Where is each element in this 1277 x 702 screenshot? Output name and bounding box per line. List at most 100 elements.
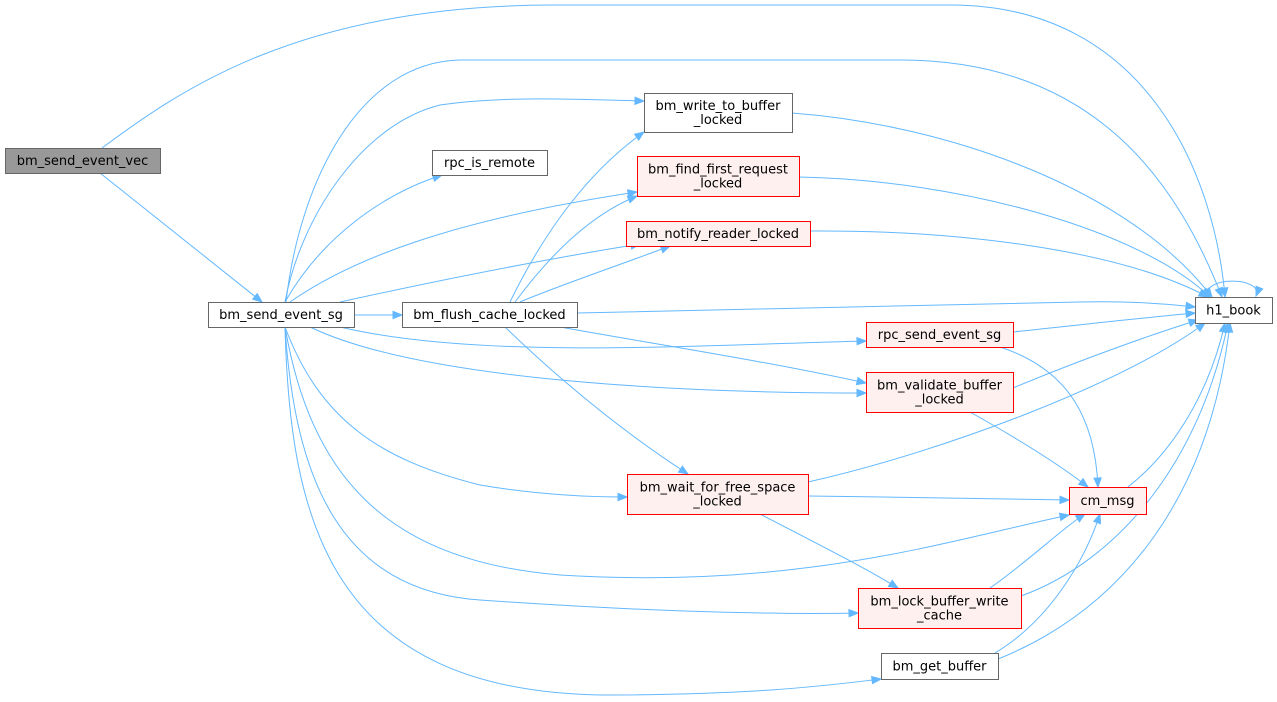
edge-line bbox=[807, 322, 1206, 483]
node-rpc-send-event-sg[interactable]: rpc_send_event_sg bbox=[866, 322, 1014, 348]
edge-line bbox=[285, 59, 1223, 303]
node-h1-book[interactable]: h1_book bbox=[1195, 297, 1273, 324]
node-box bbox=[1195, 297, 1273, 324]
edge-bm_send_event_sg-to-bm_wait_for_free_space_locked bbox=[284, 326, 629, 502]
edge-bm_notify_reader_locked-to-h1_book bbox=[809, 230, 1210, 298]
edges-layer bbox=[99, 4, 1264, 696]
node-label: bm_send_event_sg bbox=[219, 308, 343, 323]
edge-line bbox=[284, 174, 443, 303]
edge-line bbox=[284, 326, 1070, 579]
edge-line bbox=[791, 112, 1213, 298]
node-label: _locked bbox=[693, 177, 743, 192]
node-bm-flush-cache-locked[interactable]: bm_flush_cache_locked bbox=[402, 302, 578, 328]
edge-line bbox=[559, 326, 867, 384]
edge-line bbox=[284, 326, 628, 498]
edge-arrowhead bbox=[1194, 322, 1207, 333]
edge-bm_wait_for_free_space_locked-to-h1_book bbox=[807, 322, 1207, 483]
edge-bm_send_event_sg-to-bm_validate_buffer_locked bbox=[309, 326, 868, 398]
edge-bm_send_event_sg-to-cm_msg bbox=[284, 326, 1071, 579]
edge-bm_send_event_sg-to-bm_lock_buffer_write_cache bbox=[284, 326, 860, 618]
edge-bm_send_event_sg-to-bm_flush_cache_locked bbox=[354, 310, 404, 320]
node-label: bm_flush_cache_locked bbox=[413, 308, 565, 323]
node-label: bm_validate_buffer bbox=[877, 379, 1003, 394]
node-bm-validate-buffer-locked[interactable]: bm_validate_buffer_locked bbox=[866, 372, 1014, 413]
edge-line bbox=[994, 513, 1101, 654]
edge-bm_flush_cache_locked-to-bm_notify_reader_locked bbox=[519, 245, 672, 303]
node-rpc-is-remote[interactable]: rpc_is_remote bbox=[432, 150, 548, 176]
edge-bm_send_event_sg-to-h1_book bbox=[285, 59, 1223, 303]
node-label: _locked bbox=[693, 113, 743, 128]
edge-arrowhead bbox=[1058, 512, 1071, 522]
edge-arrowhead bbox=[392, 310, 404, 320]
edge-arrowhead bbox=[634, 96, 646, 106]
edge-arrowhead bbox=[855, 376, 868, 386]
edge-line bbox=[284, 326, 882, 696]
edge-arrowhead bbox=[848, 608, 860, 618]
node-bm-write-to-buffer-locked[interactable]: bm_write_to_buffer_locked bbox=[644, 93, 793, 133]
edge-line bbox=[1012, 319, 1199, 389]
edge-arrowhead bbox=[1197, 288, 1210, 298]
edge-bm_write_to_buffer_locked-to-h1_book bbox=[791, 112, 1213, 299]
node-label: rpc_send_event_sg bbox=[878, 328, 1002, 343]
node-bm-get-buffer[interactable]: bm_get_buffer bbox=[881, 653, 999, 680]
node-bm-send-event-sg[interactable]: bm_send_event_sg bbox=[208, 302, 355, 328]
node-box bbox=[402, 302, 578, 328]
edge-bm_flush_cache_locked-to-h1_book bbox=[576, 301, 1197, 314]
edge-line bbox=[576, 301, 1196, 314]
node-label: cm_msg bbox=[1081, 494, 1135, 509]
edge-line bbox=[504, 326, 689, 475]
edge-line bbox=[284, 326, 859, 614]
edge-line bbox=[759, 513, 899, 589]
edge-h1_book-to-h1_book bbox=[1206, 280, 1264, 298]
node-box bbox=[644, 93, 793, 133]
edge-arrowhead bbox=[1059, 495, 1071, 505]
node-box bbox=[432, 150, 548, 176]
edge-line bbox=[284, 98, 645, 303]
edge-bm_validate_buffer_locked-to-cm_msg bbox=[969, 411, 1090, 488]
edge-bm_flush_cache_locked-to-bm_write_to_buffer_locked bbox=[509, 131, 646, 303]
edge-line bbox=[309, 326, 867, 394]
edge-arrowhead bbox=[856, 388, 868, 398]
edge-line bbox=[339, 243, 641, 303]
edge-line bbox=[1206, 280, 1258, 298]
edge-line bbox=[289, 191, 638, 303]
nodes-layer: bm_send_event_vec bm_send_event_sg rpc_is_… bbox=[5, 93, 1273, 680]
edge-bm_flush_cache_locked-to-bm_find_first_request_locked bbox=[514, 195, 639, 303]
edge-bm_send_event_vec-to-h1_book bbox=[101, 4, 1229, 299]
edge-arrowhead bbox=[871, 675, 883, 685]
edge-line bbox=[101, 4, 1226, 298]
edge-line bbox=[989, 513, 1086, 589]
edge-bm_flush_cache_locked-to-bm_validate_buffer_locked bbox=[559, 326, 868, 386]
node-bm-send-event-vec[interactable]: bm_send_event_vec bbox=[5, 148, 161, 174]
node-box bbox=[626, 221, 811, 247]
edge-arrowhead bbox=[1093, 477, 1102, 489]
edge-rpc_send_event_sg-to-h1_book bbox=[1012, 309, 1197, 333]
edge-line bbox=[999, 346, 1099, 488]
node-box bbox=[5, 148, 161, 174]
edge-arrowhead bbox=[1185, 309, 1197, 319]
edge-bm_send_event_vec-to-bm_send_event_sg bbox=[99, 172, 264, 303]
edge-line bbox=[997, 322, 1231, 660]
node-cm-msg[interactable]: cm_msg bbox=[1069, 487, 1147, 515]
edge-arrowhead bbox=[856, 336, 868, 346]
node-bm-find-first-request-locked[interactable]: bm_find_first_request_locked bbox=[637, 156, 800, 197]
node-bm-lock-buffer-write-cache[interactable]: bm_lock_buffer_write_cache bbox=[858, 588, 1022, 629]
edge-arrowhead bbox=[633, 131, 646, 141]
edge-bm_wait_for_free_space_locked-to-bm_lock_buffer_write_cache bbox=[759, 513, 900, 589]
edge-bm_find_first_request_locked-to-h1_book bbox=[798, 176, 1211, 298]
node-bm-wait-for-free-space-locked[interactable]: bm_wait_for_free_space_locked bbox=[627, 474, 809, 515]
node-label: rpc_is_remote bbox=[444, 156, 535, 171]
edge-bm_send_event_sg-to-bm_find_first_request_locked bbox=[289, 189, 639, 303]
node-label: _locked bbox=[692, 495, 742, 510]
node-box bbox=[858, 588, 1022, 629]
edge-bm_send_event_sg-to-bm_write_to_buffer_locked bbox=[284, 96, 646, 303]
edge-line bbox=[969, 411, 1089, 488]
edge-line bbox=[1127, 322, 1226, 488]
node-bm-notify-reader-locked[interactable]: bm_notify_reader_locked bbox=[626, 221, 811, 247]
edge-line bbox=[514, 195, 638, 303]
node-box bbox=[1069, 487, 1147, 515]
node-label: bm_get_buffer bbox=[892, 660, 987, 675]
edge-arrowhead bbox=[1214, 286, 1223, 299]
edge-line bbox=[809, 230, 1209, 298]
edge-rpc_send_event_sg-to-cm_msg bbox=[999, 346, 1102, 489]
